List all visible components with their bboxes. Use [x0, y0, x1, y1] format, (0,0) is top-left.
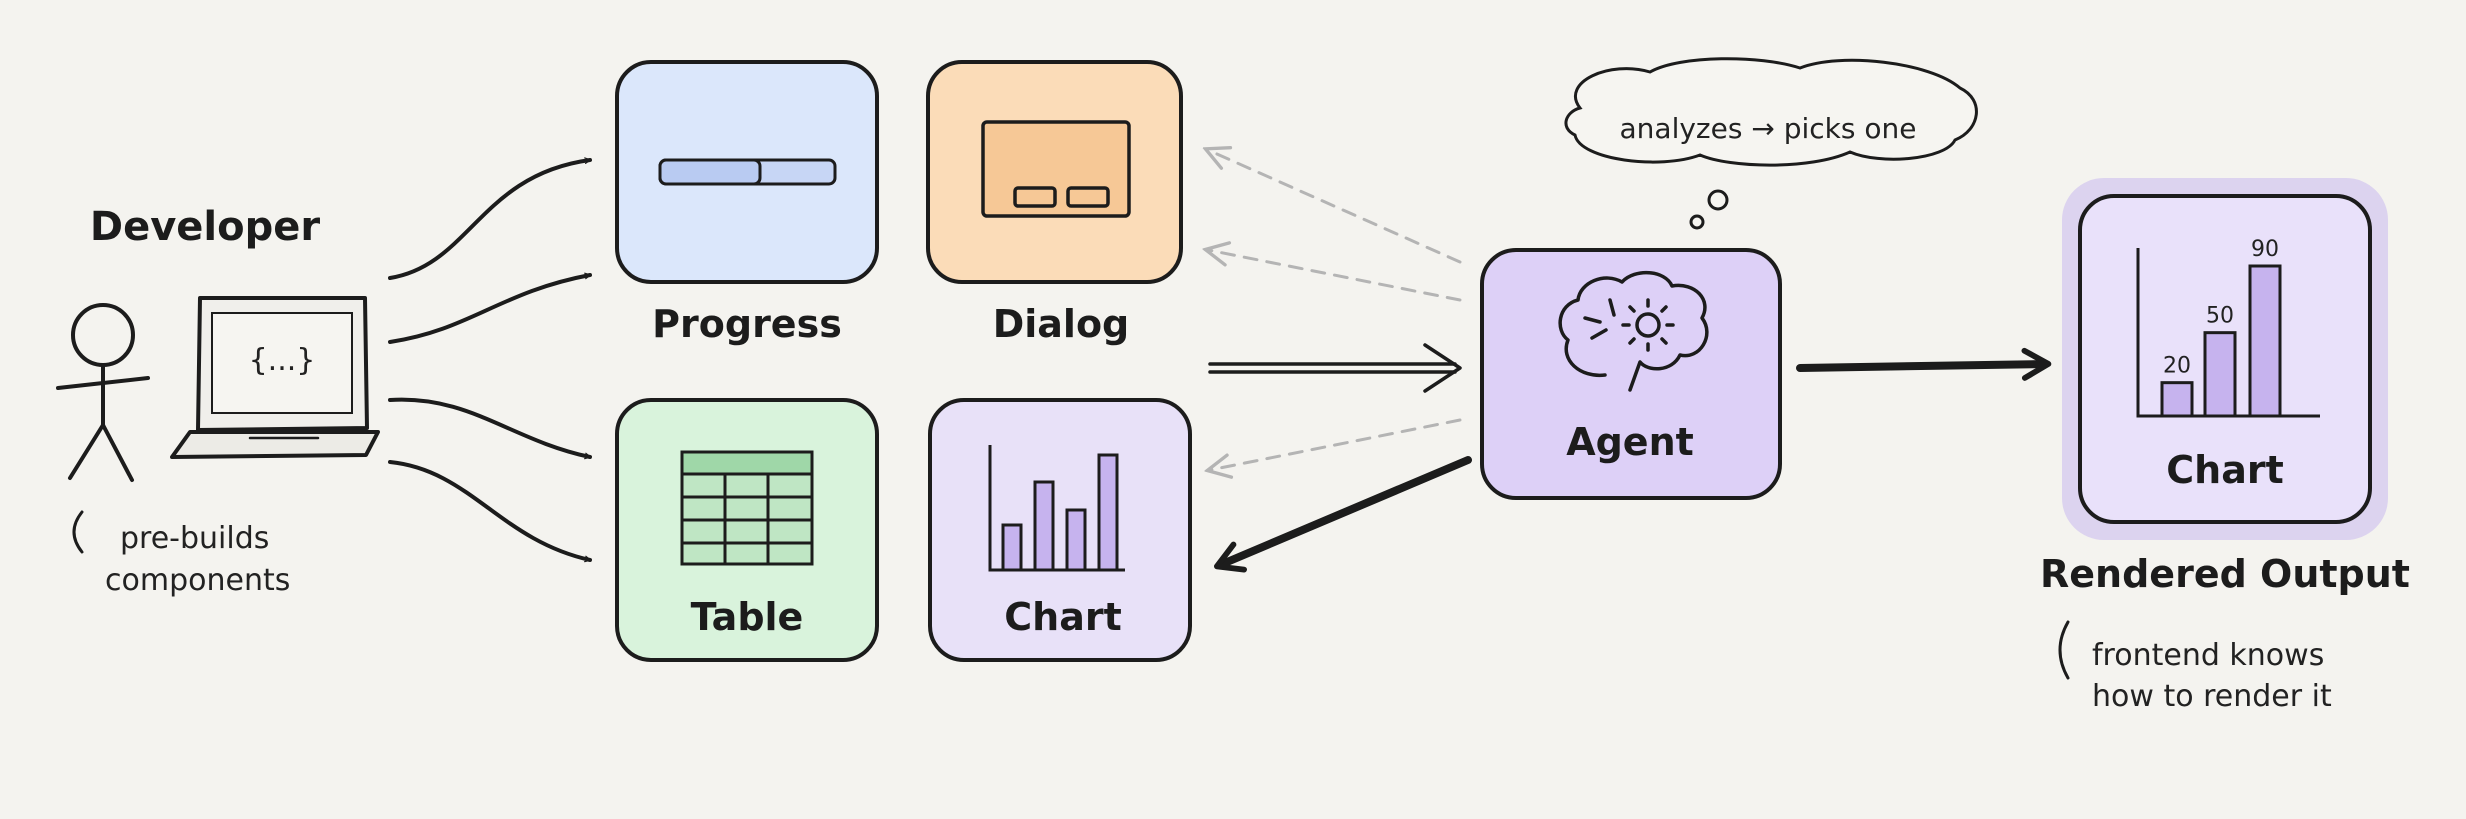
- rendered-output-card[interactable]: 20 50 90 Chart: [2062, 178, 2388, 540]
- dialog-card[interactable]: [926, 60, 1183, 284]
- stick-figure-icon: [56, 303, 150, 482]
- table-card[interactable]: [615, 398, 879, 662]
- agent-label: Agent: [1566, 420, 1694, 464]
- developer-arrows: [388, 160, 592, 560]
- developer-note-line-2: components: [105, 563, 290, 598]
- dashed-arrow-to-dialog-2: [1208, 250, 1462, 302]
- dashed-arrow-to-dialog: [1208, 150, 1462, 264]
- output-bar-label-2: 50: [2206, 304, 2234, 329]
- output-chart: 20 50 90: [2136, 237, 2320, 418]
- thought-bubble: analyzes → picks one: [1564, 57, 1978, 230]
- arrow-agent-to-output: [1796, 347, 2052, 381]
- output-note-line-1: frontend knows: [2092, 638, 2324, 673]
- output-note-bracket: [2058, 620, 2070, 680]
- laptop-icon: {...}: [170, 296, 380, 459]
- rendered-output-title: Rendered Output: [2040, 552, 2410, 596]
- developer-note-line-1: pre-builds: [120, 521, 269, 556]
- dashed-arrow-to-chart: [1210, 418, 1462, 470]
- chart-card-bg: [928, 398, 1192, 662]
- output-bar-label-1: 20: [2163, 354, 2191, 379]
- dialog-window-icon: [981, 120, 1131, 218]
- arrow-agent-to-chart: [1213, 456, 1472, 573]
- agent-card[interactable]: Agent: [1480, 248, 1782, 500]
- progress-bar-icon: [658, 158, 837, 186]
- double-arrow-to-agent: [1208, 343, 1462, 393]
- output-note-line-2: how to render it: [2092, 679, 2332, 714]
- output-chart-label: Chart: [2166, 448, 2284, 492]
- arrow-to-table-2: [388, 460, 592, 560]
- table-grid-icon: [680, 450, 814, 566]
- chart-card[interactable]: [928, 398, 1192, 662]
- laptop-code-text: {...}: [249, 343, 316, 378]
- output-bar-1: [2160, 381, 2194, 418]
- arrow-to-progress: [388, 160, 592, 280]
- output-bar-label-3: 90: [2251, 237, 2279, 262]
- progress-label: Progress: [652, 302, 842, 346]
- dialog-label: Dialog: [993, 302, 1130, 346]
- developer-title: Developer: [90, 204, 320, 250]
- output-bar-3: [2248, 264, 2282, 418]
- note-bracket: [72, 510, 84, 554]
- output-bar-2: [2203, 331, 2237, 418]
- developer-group: Developer {...} pre-builds components: [56, 204, 380, 598]
- thought-text: analyzes → picks one: [1620, 112, 1917, 145]
- table-label: Table: [691, 595, 804, 639]
- bar-chart-icon: [988, 445, 1125, 572]
- progress-card[interactable]: [615, 60, 879, 284]
- chart-label: Chart: [1004, 595, 1122, 639]
- arrow-to-table: [388, 397, 592, 457]
- brain-gear-icon: [1558, 270, 1709, 392]
- dashed-arrows: [1208, 150, 1462, 470]
- arrow-to-progress-2: [388, 275, 592, 344]
